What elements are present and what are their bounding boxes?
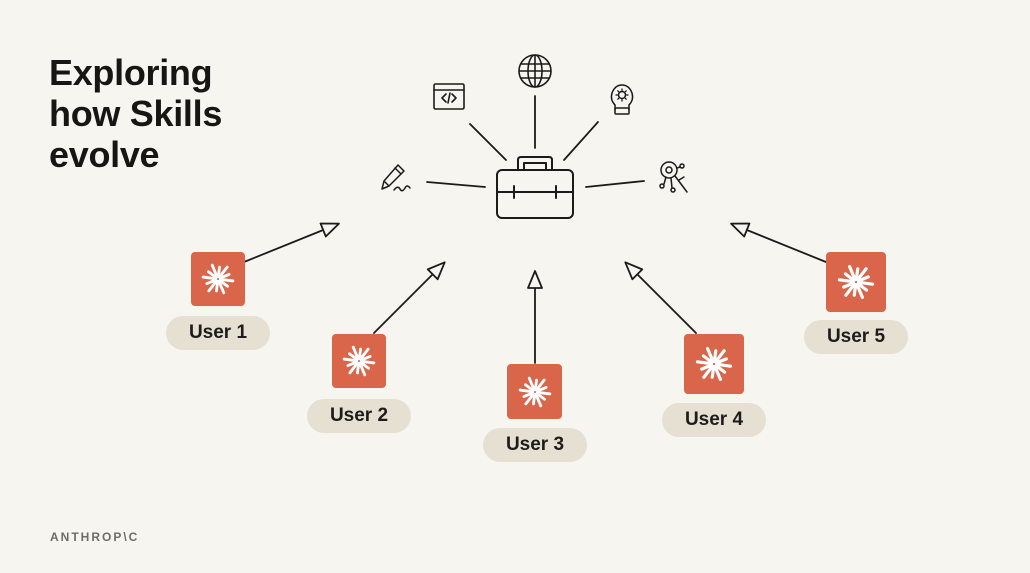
toolbox-icon bbox=[496, 156, 574, 219]
connector-code bbox=[469, 123, 507, 161]
globe-icon bbox=[518, 54, 552, 88]
sparkle-icon bbox=[695, 347, 733, 381]
title-line-2: how Skills bbox=[49, 93, 223, 134]
arrow-user-5 bbox=[730, 222, 827, 263]
user-badge bbox=[826, 252, 886, 312]
arrow-user-2 bbox=[373, 261, 446, 334]
user-label-3: User 3 bbox=[483, 428, 587, 462]
arrow-user-1 bbox=[243, 222, 340, 263]
user-label-2: User 2 bbox=[307, 399, 411, 433]
user-label-5: User 5 bbox=[804, 320, 908, 354]
user-label-1: User 1 bbox=[166, 316, 270, 350]
connector-lightbulb bbox=[563, 121, 599, 161]
user-label-4: User 4 bbox=[662, 403, 766, 437]
search-network-icon bbox=[659, 161, 688, 193]
arrow-user-4 bbox=[624, 261, 697, 334]
title-line-3: evolve bbox=[49, 134, 160, 175]
sparkle-icon bbox=[518, 376, 551, 407]
user-badge bbox=[332, 334, 386, 388]
code-window-icon bbox=[433, 83, 465, 110]
user-badge bbox=[191, 252, 245, 306]
connector-search bbox=[585, 180, 645, 188]
pencil-icon bbox=[381, 164, 411, 192]
sparkle-icon bbox=[201, 263, 235, 295]
lightbulb-gear-icon bbox=[610, 84, 634, 115]
title-line-1: Exploring bbox=[49, 52, 213, 93]
user-badge bbox=[684, 334, 744, 394]
sparkle-icon bbox=[342, 345, 376, 377]
anthropic-logo: ANTHROP\C bbox=[50, 530, 140, 544]
sparkle-icon bbox=[837, 265, 875, 299]
connector-pencil bbox=[426, 181, 486, 188]
slide-title: Exploring how Skills evolve bbox=[49, 52, 309, 175]
user-badge bbox=[507, 364, 562, 419]
